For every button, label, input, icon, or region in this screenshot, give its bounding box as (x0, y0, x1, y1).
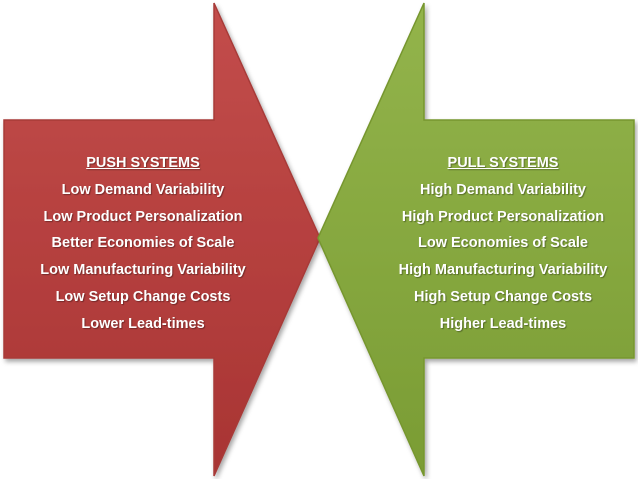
pull-item: High Manufacturing Variability (398, 262, 608, 279)
pull-item: Higher Lead-times (439, 315, 567, 332)
push-item: Low Demand Variability (61, 181, 225, 198)
pull-arrow (317, 2, 635, 477)
pull-item: High Product Personalization (401, 208, 605, 225)
pull-systems-panel: PULL SYSTEMS High Demand Variability Hig… (368, 150, 638, 338)
pull-heading: PULL SYSTEMS (447, 155, 559, 171)
pull-item: Low Economies of Scale (417, 235, 588, 252)
push-heading: PUSH SYSTEMS (86, 155, 200, 171)
push-arrow (3, 2, 321, 477)
push-item: Lower Lead-times (81, 315, 205, 332)
pull-item: High Setup Change Costs (413, 288, 593, 305)
push-item: Low Manufacturing Variability (40, 262, 246, 279)
push-systems-panel: PUSH SYSTEMS Low Demand Variability Low … (8, 150, 278, 338)
pull-item: High Demand Variability (420, 181, 586, 198)
push-item: Better Economies of Scale (51, 235, 235, 252)
push-item: Low Setup Change Costs (55, 288, 231, 305)
push-item: Low Product Personalization (43, 208, 243, 225)
